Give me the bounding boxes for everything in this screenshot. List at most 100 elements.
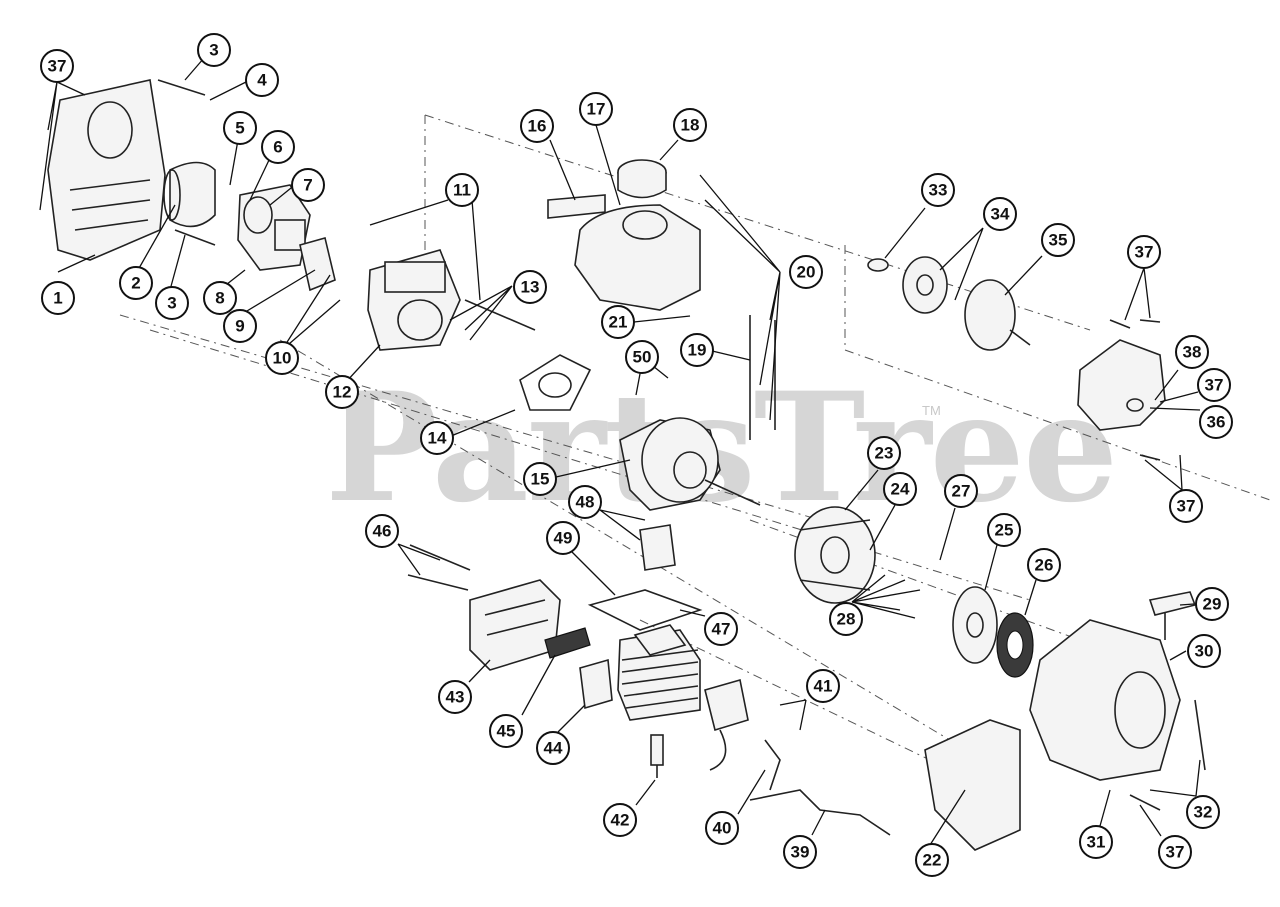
callout-label: 46: [373, 522, 392, 541]
callout-label: 40: [713, 819, 732, 838]
engine-shroud: [924, 719, 1021, 851]
callout-42: 42: [603, 803, 637, 837]
carburetor-gasket: [299, 237, 336, 292]
fuel-tank: [574, 204, 701, 311]
callout-label: 3: [209, 41, 218, 60]
callout-30: 30: [1187, 634, 1221, 668]
starter-spring: [996, 612, 1034, 678]
callout-label: 38: [1183, 343, 1202, 362]
callout-label: 4: [257, 71, 267, 90]
callouts: 1 2 3 3 4 5 6 7 8 9 10 11 12 13 14 15 16…: [40, 33, 1233, 877]
flywheel: [794, 506, 876, 604]
starter-pulley: [952, 586, 998, 664]
callout-label: 8: [215, 289, 224, 308]
callout-45: 45: [489, 714, 523, 748]
callout-15: 15: [523, 462, 557, 496]
callout-40: 40: [705, 811, 739, 845]
callout-43: 43: [438, 680, 472, 714]
callout-23: 23: [867, 436, 901, 470]
cylinder-gasket: [587, 589, 703, 631]
callout-label: 3: [167, 294, 176, 313]
piston: [639, 524, 676, 571]
carburetor-adapter: [367, 249, 461, 351]
callout-25: 25: [987, 513, 1021, 547]
watermark-trademark: TM: [922, 403, 941, 418]
crankcase-gasket: [519, 354, 592, 411]
callout-label: 9: [235, 317, 244, 336]
watermark-text: PartsTree: [325, 360, 1116, 536]
callout-label: 13: [521, 278, 540, 297]
callout-label: 28: [837, 610, 856, 629]
callout-33: 33: [921, 173, 955, 207]
spark-plug: [650, 734, 664, 778]
cylinder: [617, 624, 701, 721]
starter-handle: [1148, 591, 1197, 640]
air-filter: [163, 161, 216, 228]
ignition-module: [704, 678, 749, 771]
callout-label: 37: [1177, 497, 1196, 516]
callout-label: 11: [453, 181, 471, 200]
callout-label: 43: [446, 688, 465, 707]
callout-label: 32: [1194, 803, 1213, 822]
callout-13: 13: [513, 270, 547, 304]
fuel-cap: [617, 159, 667, 199]
callout-44: 44: [536, 731, 570, 765]
callout-label: 42: [611, 811, 630, 830]
callout-21: 21: [601, 305, 635, 339]
callout-46: 46: [365, 514, 399, 548]
callout-label: 20: [797, 263, 816, 282]
callout-label: 37: [1135, 243, 1154, 262]
callout-label: 41: [814, 677, 833, 696]
callout-label: 2: [131, 274, 140, 293]
callout-label: 21: [609, 313, 628, 332]
callout-label: 18: [681, 116, 700, 135]
callout-label: 10: [273, 349, 292, 368]
clutch-assembly: [902, 256, 948, 314]
callout-47: 47: [704, 612, 738, 646]
callout-label: 35: [1049, 231, 1068, 250]
callout-3: 3: [155, 286, 189, 320]
callout-12: 12: [325, 375, 359, 409]
callout-20: 20: [789, 255, 823, 289]
callout-label: 29: [1203, 595, 1222, 614]
callout-label: 37: [48, 57, 67, 76]
starter-housing: [1029, 619, 1181, 781]
carburetor: [237, 184, 311, 271]
callout-5: 5: [223, 111, 257, 145]
callout-4: 4: [245, 63, 279, 97]
callout-37: 37: [40, 49, 74, 83]
screws-and-hardware: [157, 79, 1206, 811]
callout-label: 12: [333, 383, 352, 402]
callout-label: 25: [995, 521, 1014, 540]
callout-17: 17: [579, 92, 613, 126]
callout-label: 36: [1207, 413, 1226, 432]
callout-label: 44: [544, 739, 563, 758]
callout-label: 5: [235, 119, 244, 138]
callout-28: 28: [829, 602, 863, 636]
callout-41: 41: [806, 669, 840, 703]
callout-label: 47: [712, 620, 731, 639]
callout-label: 7: [303, 176, 312, 195]
air-filter-cover: [47, 79, 166, 261]
callout-label: 33: [929, 181, 948, 200]
clutch-housing: [1077, 339, 1166, 431]
throttle-cable-linkage: [749, 739, 891, 836]
callout-7: 7: [291, 168, 325, 202]
callout-26: 26: [1027, 548, 1061, 582]
callout-label: 27: [952, 482, 971, 501]
spark-arrestor-screen: [544, 627, 591, 659]
callout-1: 1: [41, 281, 75, 315]
clutch-washer: [867, 258, 889, 272]
callout-label: 48: [576, 493, 595, 512]
callout-label: 15: [531, 470, 550, 489]
watermark: PartsTree TM: [325, 360, 1118, 536]
callout-9: 9: [223, 309, 257, 343]
callout-14: 14: [420, 421, 454, 455]
callout-label: 17: [587, 100, 606, 119]
callout-36: 36: [1199, 405, 1233, 439]
callout-label: 37: [1205, 376, 1224, 395]
callout-19: 19: [680, 333, 714, 367]
callout-50: 50: [625, 340, 659, 374]
callout-37: 37: [1158, 835, 1192, 869]
